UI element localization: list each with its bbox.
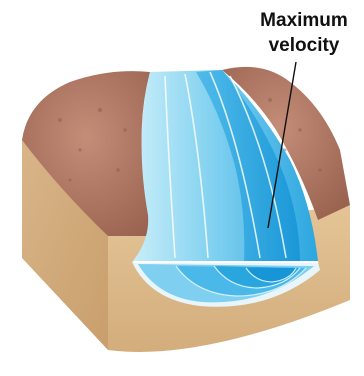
annotation-label-line2: velocity (248, 33, 360, 58)
annotation-label-line1: Maximum (248, 8, 360, 33)
